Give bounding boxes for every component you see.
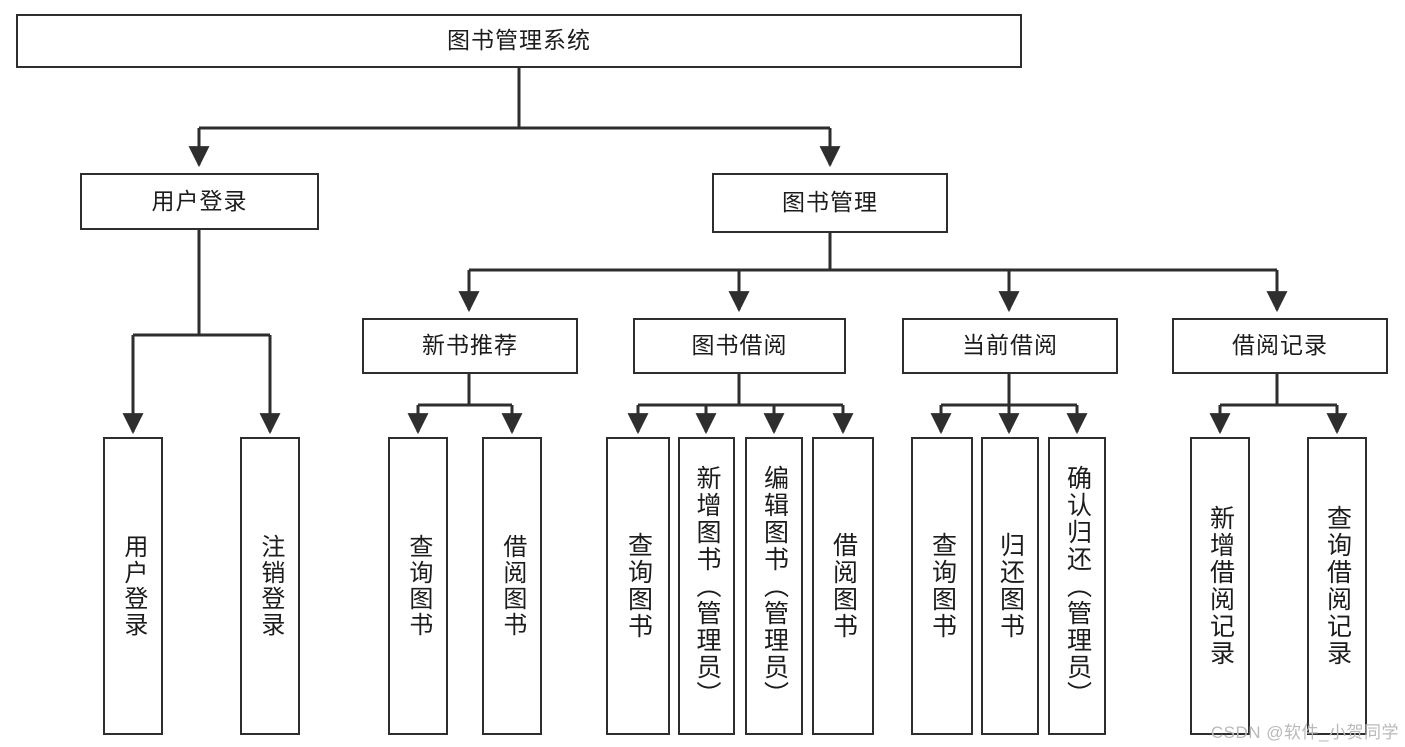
leaf-label: 借阅图书 [829, 532, 858, 640]
node-root[interactable]: 图书管理系统 [16, 14, 1022, 68]
leaf-label: 借阅图书 [498, 534, 526, 638]
node-borrow-record-label: 借阅记录 [1232, 332, 1328, 359]
leaf-label: 新增借阅记录 [1206, 505, 1235, 667]
leaf-user-login-signout[interactable]: 注销登录 [240, 437, 300, 735]
leaf-borrow-record-add[interactable]: 新增借阅记录 [1190, 437, 1250, 735]
node-current-borrow-label: 当前借阅 [962, 332, 1058, 359]
leaf-new-book-borrow[interactable]: 借阅图书 [482, 437, 542, 735]
leaf-label: 归还图书 [996, 532, 1025, 640]
node-user-login[interactable]: 用户登录 [80, 173, 319, 230]
watermark: CSDN @软件_小贺同学 [1210, 723, 1399, 742]
node-book-borrow-label: 图书借阅 [691, 332, 788, 359]
leaf-label: 查询图书 [624, 532, 653, 640]
leaf-book-borrow-borrow[interactable]: 借阅图书 [812, 437, 874, 735]
leaf-label: 确认归还（管理员） [1063, 464, 1092, 708]
leaf-book-borrow-add[interactable]: 新增图书（管理员） [678, 437, 735, 735]
leaf-label: 用户登录 [119, 534, 147, 638]
node-root-label: 图书管理系统 [447, 27, 591, 54]
node-book-management-label: 图书管理 [782, 189, 878, 216]
leaf-current-borrow-query[interactable]: 查询图书 [911, 437, 973, 735]
leaf-current-borrow-confirm[interactable]: 确认归还（管理员） [1048, 437, 1106, 735]
leaf-label: 注销登录 [256, 534, 284, 638]
leaf-current-borrow-return[interactable]: 归还图书 [981, 437, 1039, 735]
node-borrow-record[interactable]: 借阅记录 [1172, 318, 1388, 374]
leaf-new-book-query[interactable]: 查询图书 [388, 437, 448, 735]
leaf-label: 新增图书（管理员） [693, 464, 721, 708]
leaf-label: 查询借阅记录 [1323, 505, 1352, 667]
node-user-login-label: 用户登录 [151, 187, 248, 214]
node-new-book-recommend[interactable]: 新书推荐 [362, 318, 578, 374]
leaf-book-borrow-query[interactable]: 查询图书 [606, 437, 670, 735]
node-current-borrow[interactable]: 当前借阅 [902, 318, 1118, 374]
leaf-user-login-signin[interactable]: 用户登录 [103, 437, 163, 735]
leaf-borrow-record-query[interactable]: 查询借阅记录 [1307, 437, 1367, 735]
node-book-borrow[interactable]: 图书借阅 [633, 318, 846, 374]
leaf-label: 编辑图书（管理员） [760, 464, 789, 708]
node-new-book-recommend-label: 新书推荐 [422, 332, 518, 359]
leaf-book-borrow-edit[interactable]: 编辑图书（管理员） [745, 437, 803, 735]
leaf-label: 查询图书 [404, 534, 432, 638]
node-book-management[interactable]: 图书管理 [712, 173, 948, 233]
leaf-label: 查询图书 [928, 532, 957, 640]
